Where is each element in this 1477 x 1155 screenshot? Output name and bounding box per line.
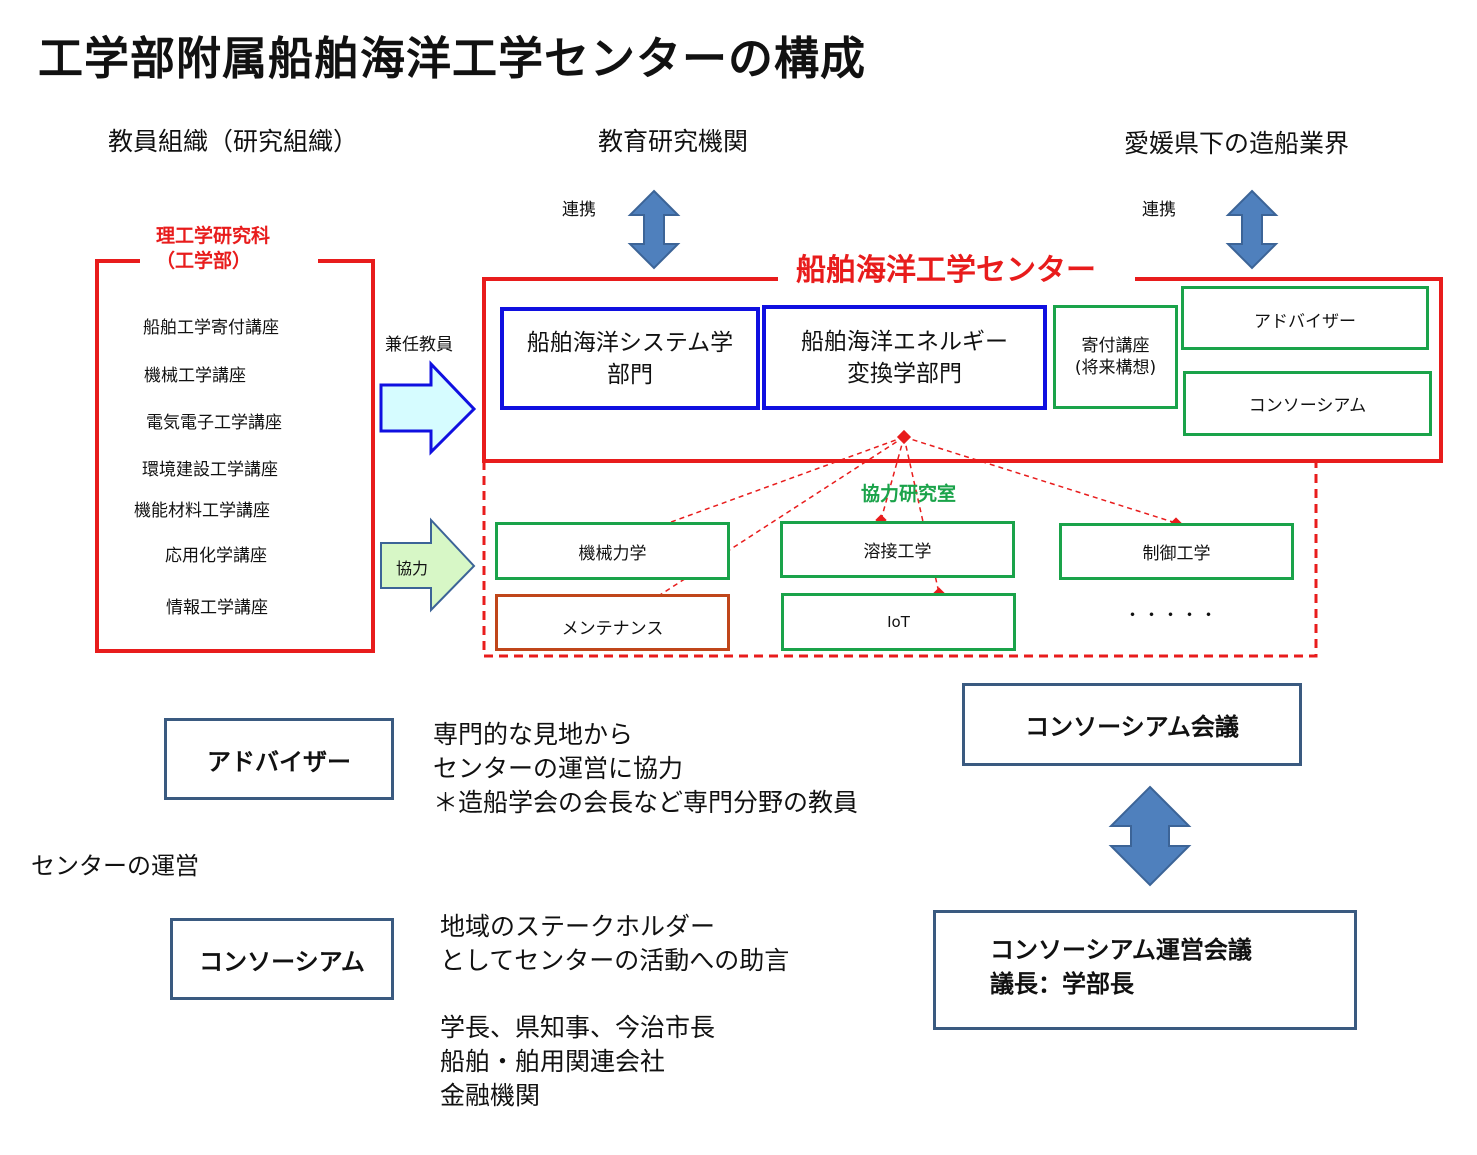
advisor-box: アドバイザー xyxy=(164,718,394,800)
lab-maintenance: メンテナンス xyxy=(495,594,730,651)
consortium-box: コンソーシアム xyxy=(170,918,394,1000)
course-electrical: 電気電子工学講座 xyxy=(146,413,282,433)
faculty-title: 理工学研究科 （工学部） xyxy=(156,225,271,272)
course-chemistry: 応用化学講座 xyxy=(165,546,267,566)
faculty-frame xyxy=(95,259,375,653)
lab-more: ・・・・・ xyxy=(1124,606,1219,626)
course-civil: 環境建設工学講座 xyxy=(142,460,278,480)
link-arrow-industry xyxy=(1225,189,1279,270)
labs-title: 協力研究室 xyxy=(861,483,957,505)
endowed-chair-box: 寄付講座(将来構想) xyxy=(1053,305,1178,409)
dept-ship-ocean-systems: 船舶海洋システム学部門 xyxy=(500,307,760,410)
course-mechanical: 機械工学講座 xyxy=(144,366,246,386)
meeting-arrow xyxy=(1108,785,1192,887)
header-faculty: 教員組織（研究組織） xyxy=(108,127,359,156)
consortium-meeting-box: コンソーシアム会議 xyxy=(962,683,1302,766)
header-industry: 愛媛県下の造船業界 xyxy=(1124,129,1350,158)
link-label-industry: 連携 xyxy=(1142,200,1176,220)
header-institutions: 教育研究機関 xyxy=(598,127,749,156)
labs-frame xyxy=(482,461,1318,658)
center-advisor-box: アドバイザー xyxy=(1181,286,1429,350)
center-frame xyxy=(482,277,1443,463)
link-arrow-institutions xyxy=(627,189,681,270)
lab-control: 制御工学 xyxy=(1059,523,1294,580)
dept-ship-ocean-energy: 船舶海洋エネルギー変換学部門 xyxy=(762,305,1047,410)
consortium-description: 地域のステークホルダーとしてセンターの活動への助言 xyxy=(440,912,790,975)
page-title: 工学部附属船舶海洋工学センターの構成 xyxy=(38,32,867,85)
lab-mechanics: 機械力学 xyxy=(495,522,730,580)
lab-iot: IoT xyxy=(781,593,1016,651)
course-ship-endowed: 船舶工学寄付講座 xyxy=(143,318,279,338)
course-information: 情報工学講座 xyxy=(166,598,268,618)
center-title: 船舶海洋工学センター xyxy=(796,253,1096,288)
advisor-description: 専門的な見地からセンターの運営に協力＊造船学会の会長など専門分野の教員 xyxy=(433,720,859,817)
concurrent-arrow xyxy=(379,360,477,456)
operating-meeting-box: コンソーシアム運営会議 議長：学部長 xyxy=(933,910,1357,1030)
cooperation-arrow xyxy=(380,517,476,613)
lab-welding: 溶接工学 xyxy=(780,521,1015,578)
cooperation-label: 協力 xyxy=(396,559,429,578)
center-consortium-box: コンソーシアム xyxy=(1183,371,1432,436)
course-materials: 機能材料工学講座 xyxy=(134,501,270,521)
consortium-members: 学長、県知事、今治市長船舶・舶用関連会社金融機関 xyxy=(440,1013,716,1110)
link-label-institutions: 連携 xyxy=(562,200,596,220)
concurrent-label: 兼任教員 xyxy=(385,335,453,355)
management-label: センターの運営 xyxy=(31,852,199,880)
